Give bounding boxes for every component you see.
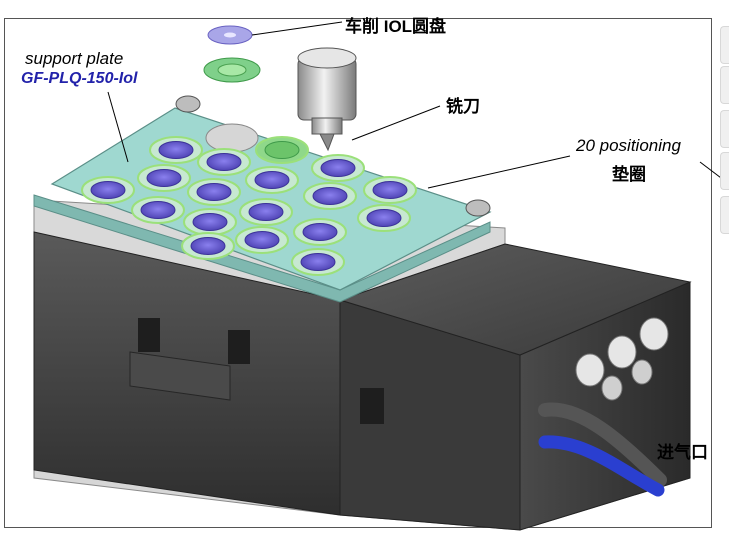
washer-pocket bbox=[300, 253, 336, 271]
front-recess bbox=[129, 351, 231, 401]
grey-hose bbox=[538, 402, 667, 487]
leader-iol-disc bbox=[251, 21, 343, 36]
leader-milling-cutter bbox=[351, 105, 441, 141]
side-tab[interactable] bbox=[720, 26, 729, 64]
blue-hose-body bbox=[538, 435, 665, 497]
fixture-body-top bbox=[338, 243, 692, 356]
washer-pocket bbox=[248, 203, 284, 221]
washer-pocket bbox=[264, 141, 300, 159]
empty-pocket bbox=[205, 123, 259, 153]
washer-pocket bbox=[244, 231, 280, 249]
locating-pin bbox=[465, 199, 491, 217]
washer-pocket bbox=[140, 201, 176, 219]
washer-pocket bbox=[192, 213, 228, 231]
washer-pocket bbox=[90, 181, 126, 199]
front-slot bbox=[360, 388, 384, 424]
air-port bbox=[601, 375, 623, 401]
washer-pocket bbox=[366, 209, 402, 227]
front-slot bbox=[138, 318, 160, 352]
air-port bbox=[639, 317, 669, 351]
label-positioning-en: 20 positioning bbox=[576, 136, 681, 155]
leader-positioning bbox=[427, 155, 571, 189]
washer-pocket bbox=[372, 181, 408, 199]
washer-pocket bbox=[196, 183, 232, 201]
label-milling-cutter: 铣刀 bbox=[446, 97, 480, 116]
label-air-inlet: 进气口 bbox=[657, 443, 708, 462]
air-port bbox=[607, 335, 637, 369]
washer-pocket bbox=[320, 159, 356, 177]
milling-cutter-top bbox=[297, 47, 357, 69]
locating-pin bbox=[175, 95, 201, 113]
side-tab[interactable] bbox=[720, 196, 729, 234]
positioning-washers bbox=[81, 136, 417, 276]
front-slot bbox=[228, 330, 250, 364]
label-plate-model: GF-PLQ-150-Iol bbox=[21, 70, 138, 87]
label-iol-disc: 车削 IOL圆盘 bbox=[345, 17, 447, 36]
leader-support-plate bbox=[107, 91, 129, 163]
washer-pocket bbox=[206, 153, 242, 171]
milling-cutter-neck bbox=[311, 117, 343, 135]
label-positioning-cn: 垫圈 bbox=[612, 165, 646, 184]
washer-pocket bbox=[302, 223, 338, 241]
washer-pocket bbox=[158, 141, 194, 159]
figure-border bbox=[4, 18, 712, 528]
washer-pocket bbox=[254, 171, 290, 189]
iol-disc-purple-hole bbox=[224, 32, 236, 38]
washer-pocket bbox=[312, 187, 348, 205]
side-tab[interactable] bbox=[720, 66, 729, 104]
side-tab[interactable] bbox=[720, 110, 729, 148]
washer-pocket bbox=[190, 237, 226, 255]
side-tab[interactable] bbox=[720, 152, 729, 190]
label-support-plate: support plate bbox=[25, 49, 124, 68]
iol-disc-green-inner bbox=[217, 63, 247, 77]
milling-cutter-tip bbox=[319, 133, 335, 152]
washer-pocket bbox=[146, 169, 182, 187]
air-port bbox=[575, 353, 605, 387]
air-port bbox=[631, 359, 653, 385]
